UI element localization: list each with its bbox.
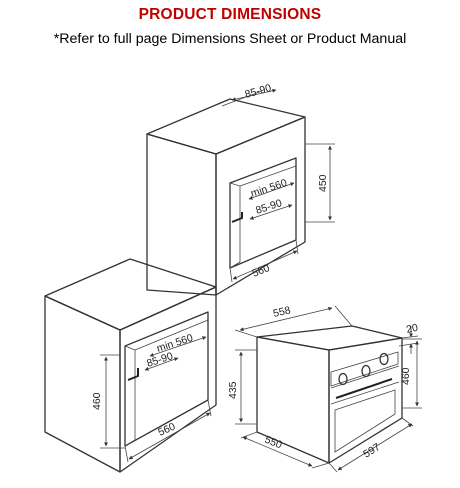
base-width-label: 560 — [156, 421, 177, 439]
page-subtitle: *Refer to full page Dimensions Sheet or … — [53, 31, 407, 47]
base-min-width-label: min 560 — [155, 332, 194, 355]
oven-body-height-label: 435 — [227, 381, 239, 399]
oven-depth-label: 550 — [263, 434, 284, 452]
tall-top-depth-label: 85-90 — [244, 82, 273, 101]
oven-door-handle — [335, 378, 393, 399]
tall-height-label: 450 — [317, 174, 329, 192]
oven: 558 20 435 460 550 597 — [227, 304, 422, 473]
base-cabinet: min 560 85-90 460 560 — [44, 258, 217, 473]
tall-cabinet-front — [146, 133, 217, 296]
base-height-label: 460 — [91, 392, 103, 410]
tall-depth-label: 85-90 — [254, 197, 283, 217]
oven-knob-3 — [379, 352, 389, 366]
oven-control-panel — [330, 351, 399, 387]
page-title: PRODUCT DIMENSIONS — [138, 6, 322, 23]
base-cabinet-front — [44, 295, 121, 473]
tall-cabinet-side — [215, 116, 306, 296]
tall-cabinet: 85-90 450 min 560 85-90 560 — [146, 82, 335, 296]
base-cabinet-side — [119, 286, 217, 473]
oven-height-label: 460 — [400, 367, 412, 385]
tall-width-label: 560 — [251, 262, 272, 280]
base-depth-label: 85-90 — [145, 350, 174, 370]
oven-top — [256, 325, 403, 351]
oven-front — [328, 337, 403, 464]
oven-top-depth-label: 558 — [272, 304, 292, 320]
oven-front-height-label: 20 — [405, 322, 419, 336]
oven-door-window — [334, 389, 396, 453]
